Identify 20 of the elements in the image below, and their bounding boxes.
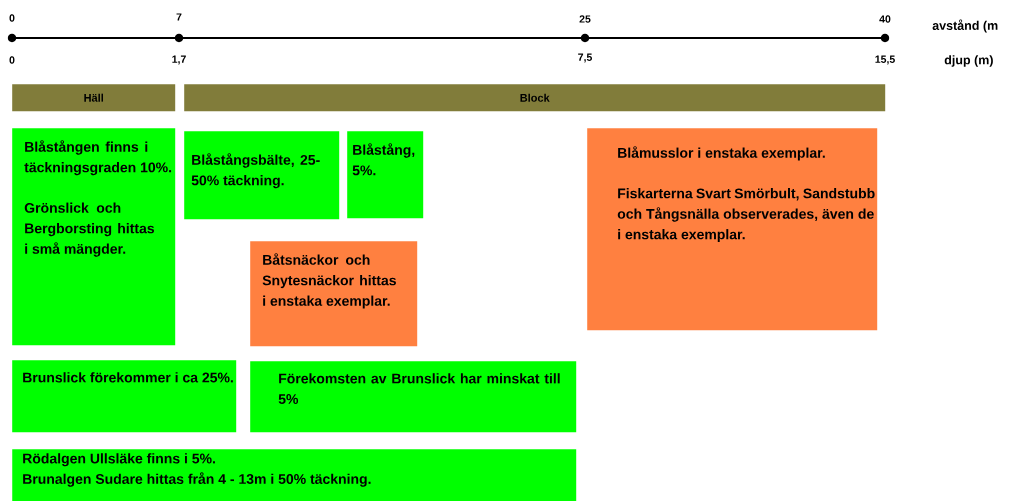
text-box: Brunslick förekommer i ca 25%. (12, 360, 237, 433)
zone-band: Häll (12, 84, 176, 112)
axis-label: avstånd (m (932, 19, 998, 33)
scale-number: 15,5 (875, 55, 895, 65)
scale-number: 25 (579, 15, 591, 23)
zone-band: Block (184, 84, 886, 112)
text-box: Blåstångsbälte, 25-50% täckning. (184, 131, 340, 220)
scale-number: 40 (879, 15, 891, 23)
text-box: Blåmusslor i enstaka exemplar. Fiskarterna Svart Smörbult, Sandstubb och Tångsnälla observerades, även de i enstaka exemplar. (587, 128, 878, 331)
scale-number: 0 (9, 14, 15, 22)
axis-label: djup (m) (944, 55, 993, 67)
text-box: Förekomsten av Brunslick har minskat till 5% (250, 361, 577, 433)
scale-number: 1,7 (172, 55, 186, 65)
text-box: Rödalgen Ullsläke finns i 5%. Brunalgen Sudare hittas från 4 - 13m i 50% täckning. (12, 449, 577, 501)
scale-number: 0 (9, 56, 15, 64)
text-box: Blåstång, 5%. (347, 131, 424, 219)
text-box: Båtsnäckor och Snytesnäckor hittas i enstaka exemplar. (250, 241, 418, 347)
scale-number: 7 (176, 13, 182, 21)
scale-number: 7,5 (578, 53, 592, 63)
text-box: Blåstången finns i täckningsgraden 10%. Grönslick och Bergborsting hittas i små mängder. (12, 128, 176, 346)
